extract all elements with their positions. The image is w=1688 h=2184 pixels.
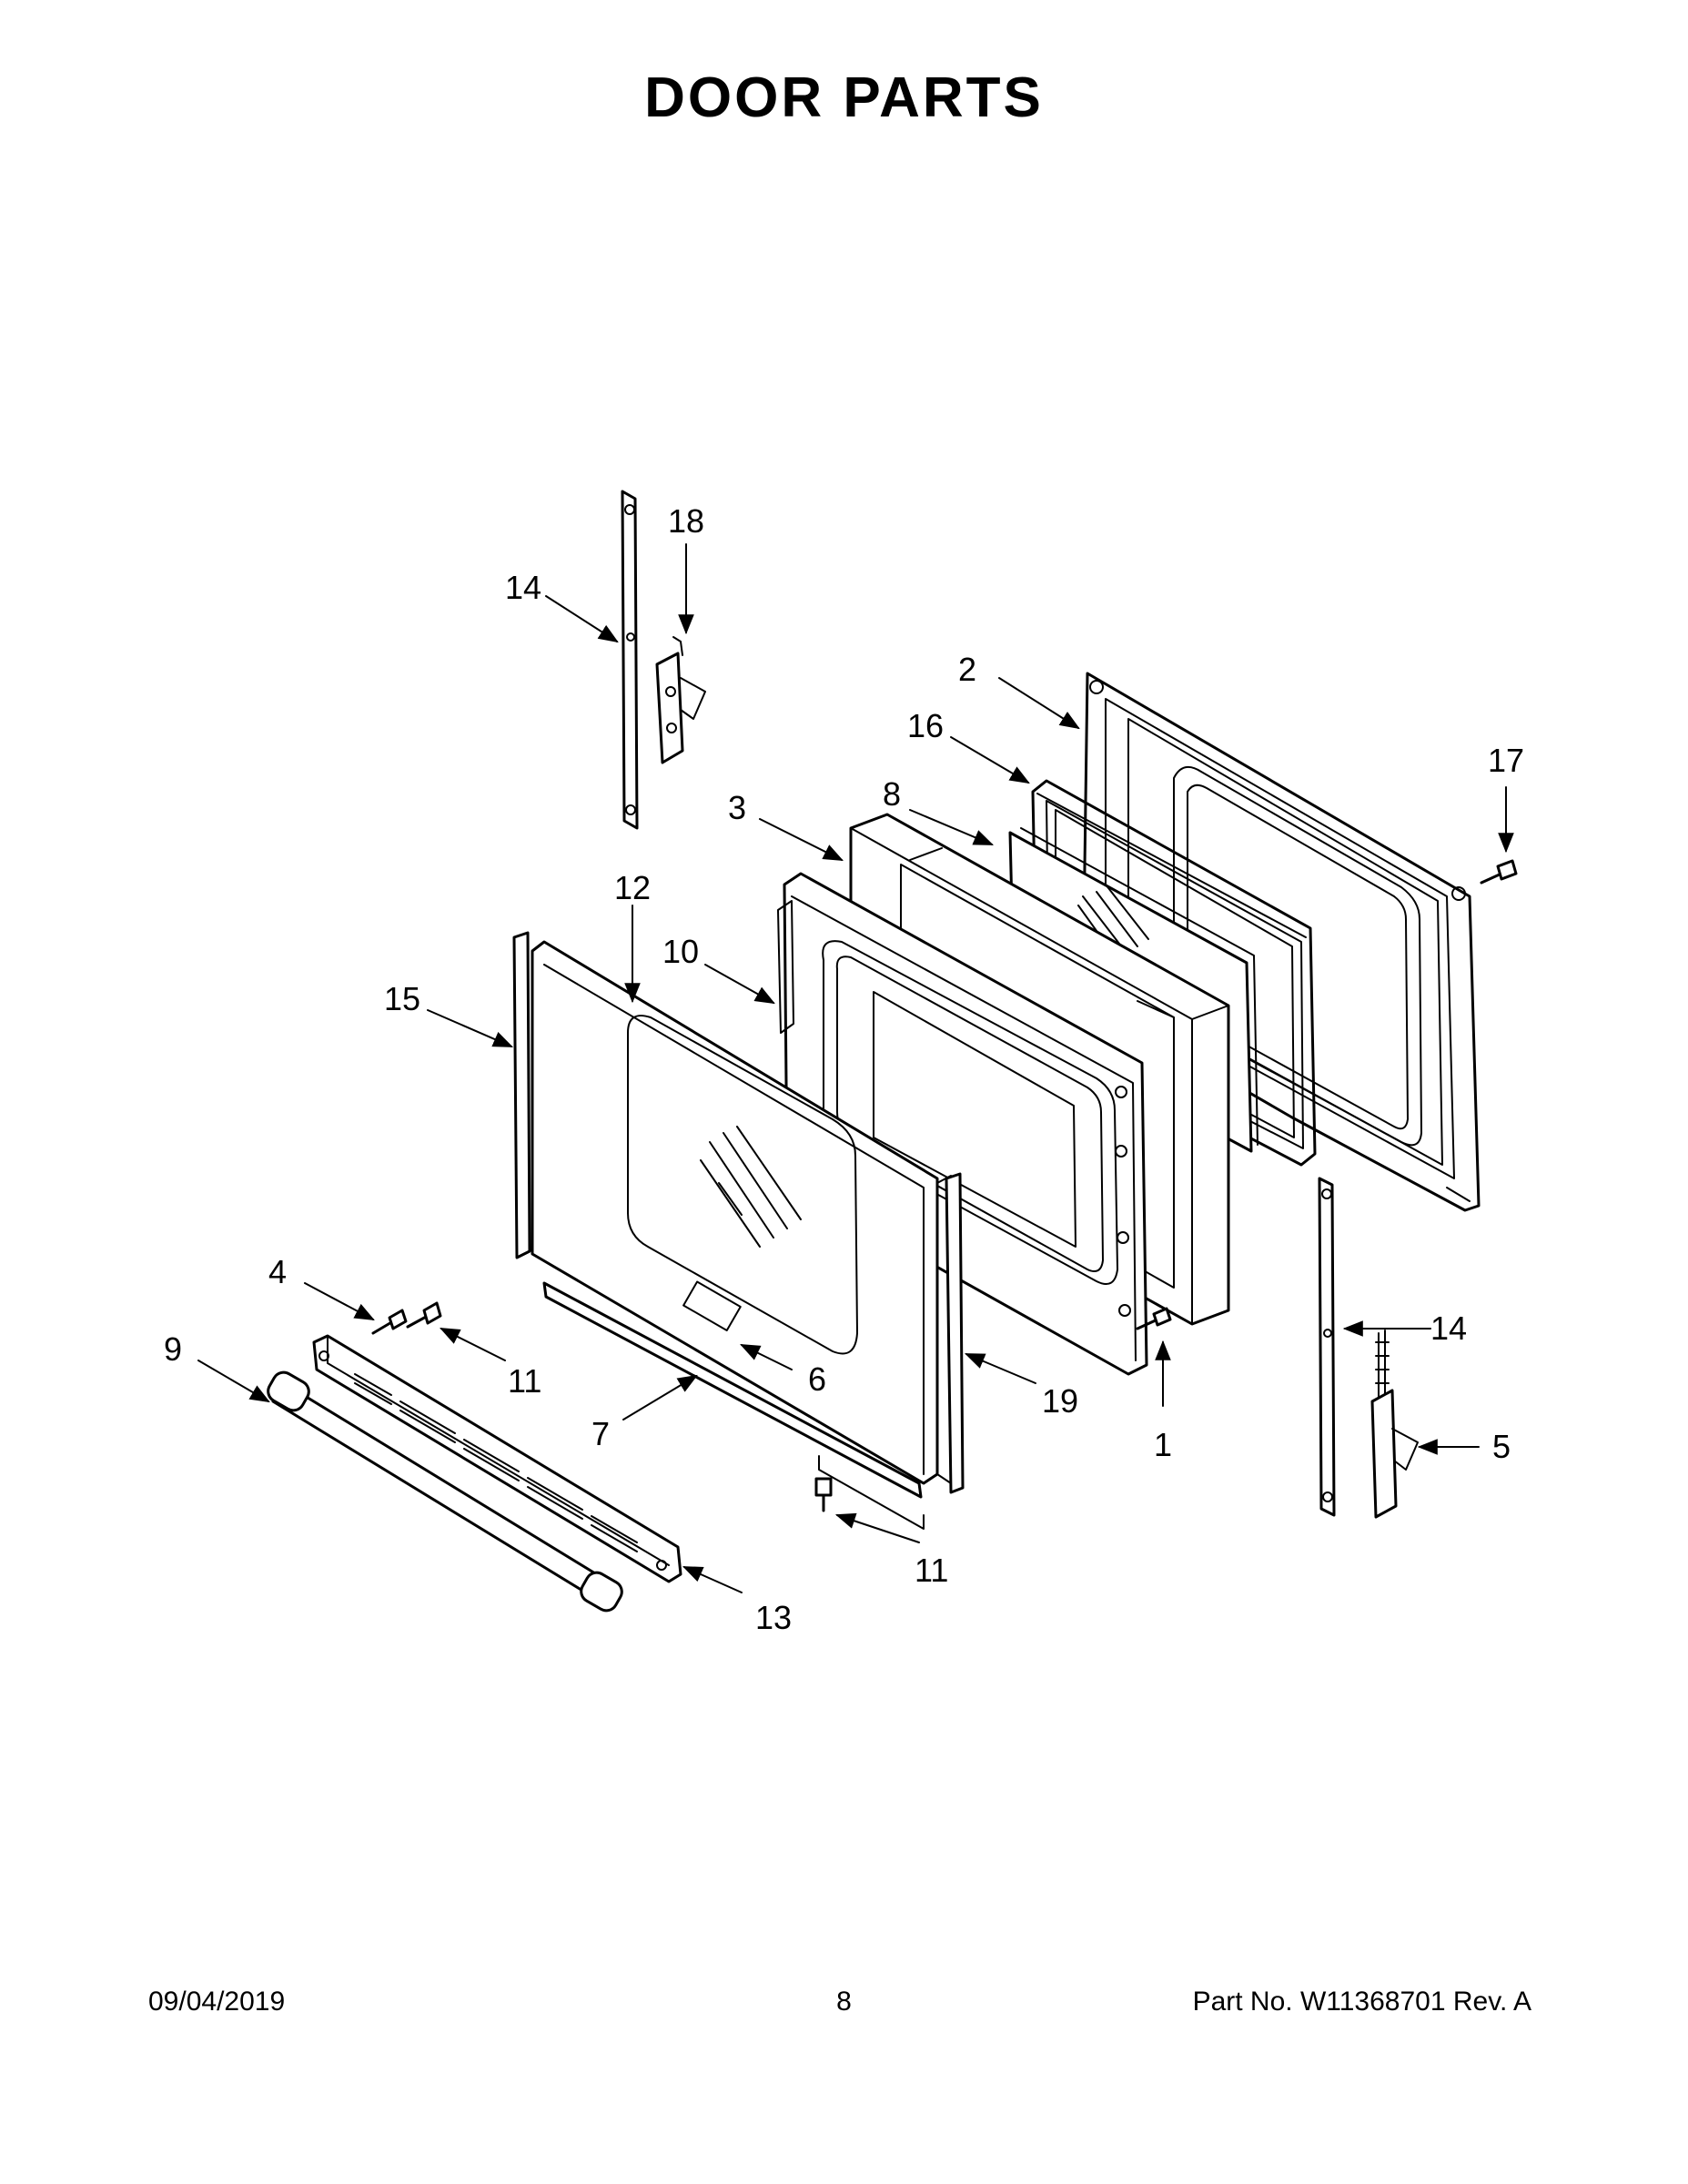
callout-9: 9 <box>164 1330 182 1368</box>
callout-10: 10 <box>662 933 699 970</box>
leader-15 <box>427 1009 514 1047</box>
right-door-trim <box>945 1172 965 1494</box>
outer-door-glass <box>531 940 952 1485</box>
leader-8 <box>909 809 995 845</box>
callout-19: 19 <box>1042 1382 1078 1420</box>
callout-14-upper: 14 <box>505 569 541 606</box>
screw-part-1 <box>1136 1307 1172 1330</box>
callout-leaders <box>197 543 1514 1593</box>
callout-3: 3 <box>728 789 746 826</box>
callout-11-upper: 11 <box>508 1362 541 1400</box>
screw-part-11-upper <box>406 1301 442 1329</box>
callout-15: 15 <box>384 980 420 1017</box>
callout-4: 4 <box>268 1253 287 1290</box>
leader-9 <box>197 1360 270 1403</box>
callout-7: 7 <box>591 1415 610 1452</box>
callout-17: 17 <box>1488 742 1524 779</box>
page-title: DOOR PARTS <box>644 66 1044 129</box>
leader-2 <box>998 677 1080 730</box>
bottom-door-trim <box>542 1281 925 1530</box>
callout-2: 2 <box>958 651 976 688</box>
callout-18: 18 <box>668 502 704 540</box>
callout-11-lower: 11 <box>915 1552 948 1589</box>
callout-12: 12 <box>614 869 651 906</box>
callout-14-lower: 14 <box>1430 1309 1467 1347</box>
leader-6 <box>740 1344 793 1370</box>
footer-page-number: 8 <box>836 1987 852 2017</box>
leader-10 <box>704 964 775 1005</box>
callout-6: 6 <box>808 1360 826 1398</box>
callout-13: 13 <box>755 1599 792 1636</box>
hinge-upper <box>655 636 706 764</box>
callout-8: 8 <box>883 775 901 813</box>
door-vent-trim <box>312 1334 682 1583</box>
leader-14-upper <box>545 595 619 643</box>
leader-19 <box>964 1353 1036 1384</box>
callout-1: 1 <box>1154 1426 1172 1463</box>
leader-16 <box>950 736 1030 784</box>
screw-part-4 <box>371 1309 408 1335</box>
hinge-receiver-upper <box>621 490 639 830</box>
inner-door-panel <box>1081 672 1481 1212</box>
hinge-receiver-lower <box>1318 1177 1336 1517</box>
hinge-lower <box>1370 1330 1419 1519</box>
callout-16: 16 <box>907 707 944 744</box>
leader-4 <box>304 1282 375 1321</box>
screw-part-11-lower <box>814 1477 833 1512</box>
door-handle <box>267 1370 623 1613</box>
footer-date: 09/04/2019 <box>148 1987 286 2017</box>
footer-part-number: Part No. W11368701 Rev. A <box>1192 1987 1531 2017</box>
callout-labels: 14 18 2 16 17 8 3 12 10 15 14 4 11 9 6 7… <box>164 502 1524 1636</box>
leader-3 <box>759 818 844 861</box>
screw-part-17 <box>1480 859 1518 885</box>
left-door-trim <box>512 931 531 1259</box>
leader-13 <box>682 1566 743 1593</box>
leader-11-lower <box>834 1512 920 1543</box>
leader-7 <box>622 1374 698 1421</box>
leader-11-upper <box>440 1328 506 1361</box>
callout-5: 5 <box>1492 1428 1511 1465</box>
